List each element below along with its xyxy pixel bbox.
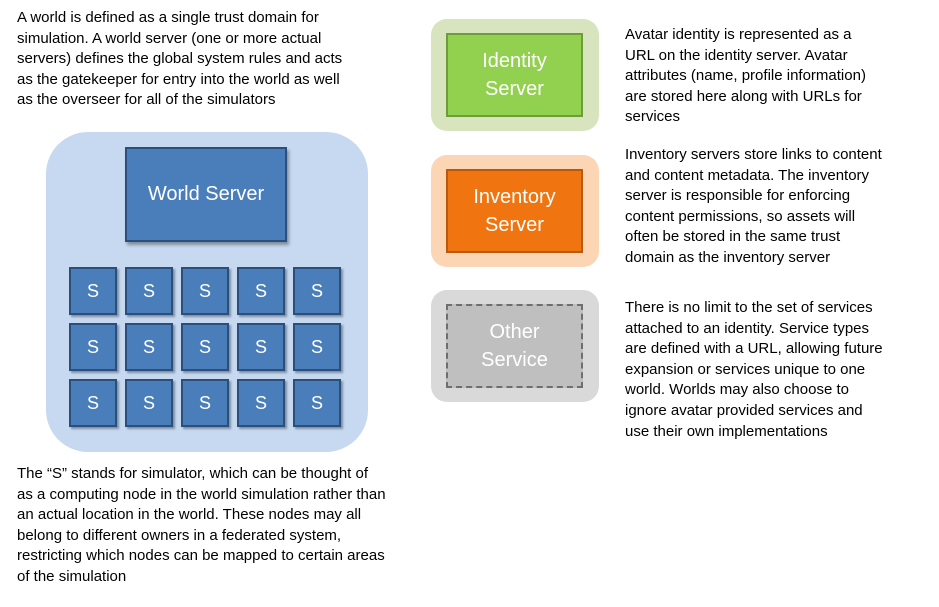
simulator-node: S	[125, 267, 173, 315]
simulator-node: S	[125, 323, 173, 371]
simulator-node: S	[293, 323, 341, 371]
simulator-node: S	[237, 323, 285, 371]
simulator-node: S	[237, 379, 285, 427]
identity-server-box: Identity Server	[446, 33, 583, 117]
simulator-description: The “S” stands for simulator, which can …	[17, 465, 386, 585]
other-service-box: Other Service	[446, 304, 583, 388]
identity-server-frame: Identity Server	[431, 19, 599, 131]
identity-server-description: Avatar identity is represented as a URL …	[625, 26, 866, 126]
simulator-node: S	[293, 379, 341, 427]
world-server-box: World Server	[125, 147, 287, 242]
other-service-frame: Other Service	[431, 290, 599, 402]
simulator-node: S	[125, 379, 173, 427]
other-service-description: There is no limit to the set of services…	[625, 299, 883, 440]
simulator-node: S	[293, 267, 341, 315]
inventory-server-frame: Inventory Server	[431, 155, 599, 267]
world-server-label: World Server	[147, 183, 265, 205]
inventory-server-box: Inventory Server	[446, 169, 583, 253]
simulator-node: S	[69, 323, 117, 371]
world-description: A world is defined as a single trust dom…	[17, 9, 343, 109]
other-service-label: Other Service	[481, 321, 548, 371]
inventory-server-description: Inventory servers store links to content…	[625, 146, 882, 266]
simulator-node: S	[181, 379, 229, 427]
simulator-node: S	[69, 379, 117, 427]
simulator-node: S	[181, 267, 229, 315]
simulator-node: S	[181, 323, 229, 371]
simulator-node: S	[237, 267, 285, 315]
simulator-node: S	[69, 267, 117, 315]
inventory-server-label: Inventory Server	[473, 186, 556, 236]
identity-server-label: Identity Server	[482, 50, 547, 100]
